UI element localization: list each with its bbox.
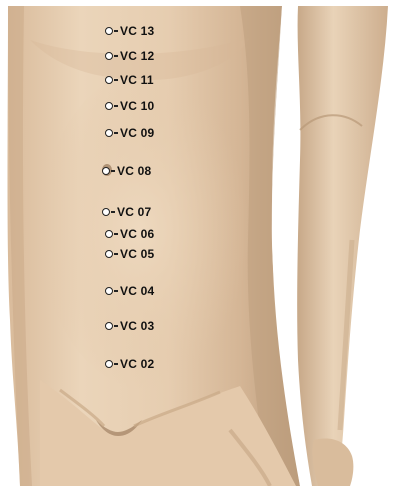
point-dot-icon xyxy=(105,322,113,330)
acupoint-marker: VC 12 xyxy=(105,49,154,63)
acupoint-marker: VC 09 xyxy=(105,126,154,140)
acupoint-marker: VC 07 xyxy=(102,205,151,219)
point-dot-icon xyxy=(105,129,113,137)
leader-line xyxy=(114,79,118,80)
point-dot-icon xyxy=(105,76,113,84)
leader-line xyxy=(114,290,118,291)
acupoint-marker: VC 02 xyxy=(105,357,154,371)
leader-line xyxy=(114,105,118,106)
acupoint-marker: VC 13 xyxy=(105,24,154,38)
point-dot-icon xyxy=(105,27,113,35)
acupoint-marker: VC 11 xyxy=(105,73,154,87)
acupoint-marker: VC 10 xyxy=(105,99,154,113)
point-dot-icon xyxy=(105,102,113,110)
leader-line xyxy=(114,132,118,133)
acupoint-marker: VC 05 xyxy=(105,247,154,261)
leader-line xyxy=(114,363,118,364)
point-label: VC 11 xyxy=(120,73,154,87)
leader-line xyxy=(111,170,115,171)
point-label: VC 13 xyxy=(120,24,154,38)
point-dot-icon xyxy=(105,287,113,295)
acupoint-marker: VC 04 xyxy=(105,284,154,298)
point-dot-icon xyxy=(102,167,110,175)
point-label: VC 06 xyxy=(120,227,154,241)
point-label: VC 03 xyxy=(120,319,154,333)
point-label: VC 08 xyxy=(117,164,151,178)
point-dot-icon xyxy=(105,360,113,368)
acupoint-marker: VC 06 xyxy=(105,227,154,241)
leader-line xyxy=(114,233,118,234)
acupoint-marker: VC 03 xyxy=(105,319,154,333)
point-dot-icon xyxy=(102,208,110,216)
point-dot-icon xyxy=(105,250,113,258)
point-dot-icon xyxy=(105,230,113,238)
leader-line xyxy=(114,55,118,56)
point-label: VC 12 xyxy=(120,49,154,63)
point-dot-icon xyxy=(105,52,113,60)
acupoint-marker: VC 08 xyxy=(102,164,151,178)
point-label: VC 05 xyxy=(120,247,154,261)
point-label: VC 07 xyxy=(117,205,151,219)
point-label: VC 04 xyxy=(120,284,154,298)
point-label: VC 09 xyxy=(120,126,154,140)
point-label: VC 10 xyxy=(120,99,154,113)
leader-line xyxy=(114,253,118,254)
point-label: VC 02 xyxy=(120,357,154,371)
leader-line xyxy=(114,30,118,31)
leader-line xyxy=(114,325,118,326)
leader-line xyxy=(111,211,115,212)
